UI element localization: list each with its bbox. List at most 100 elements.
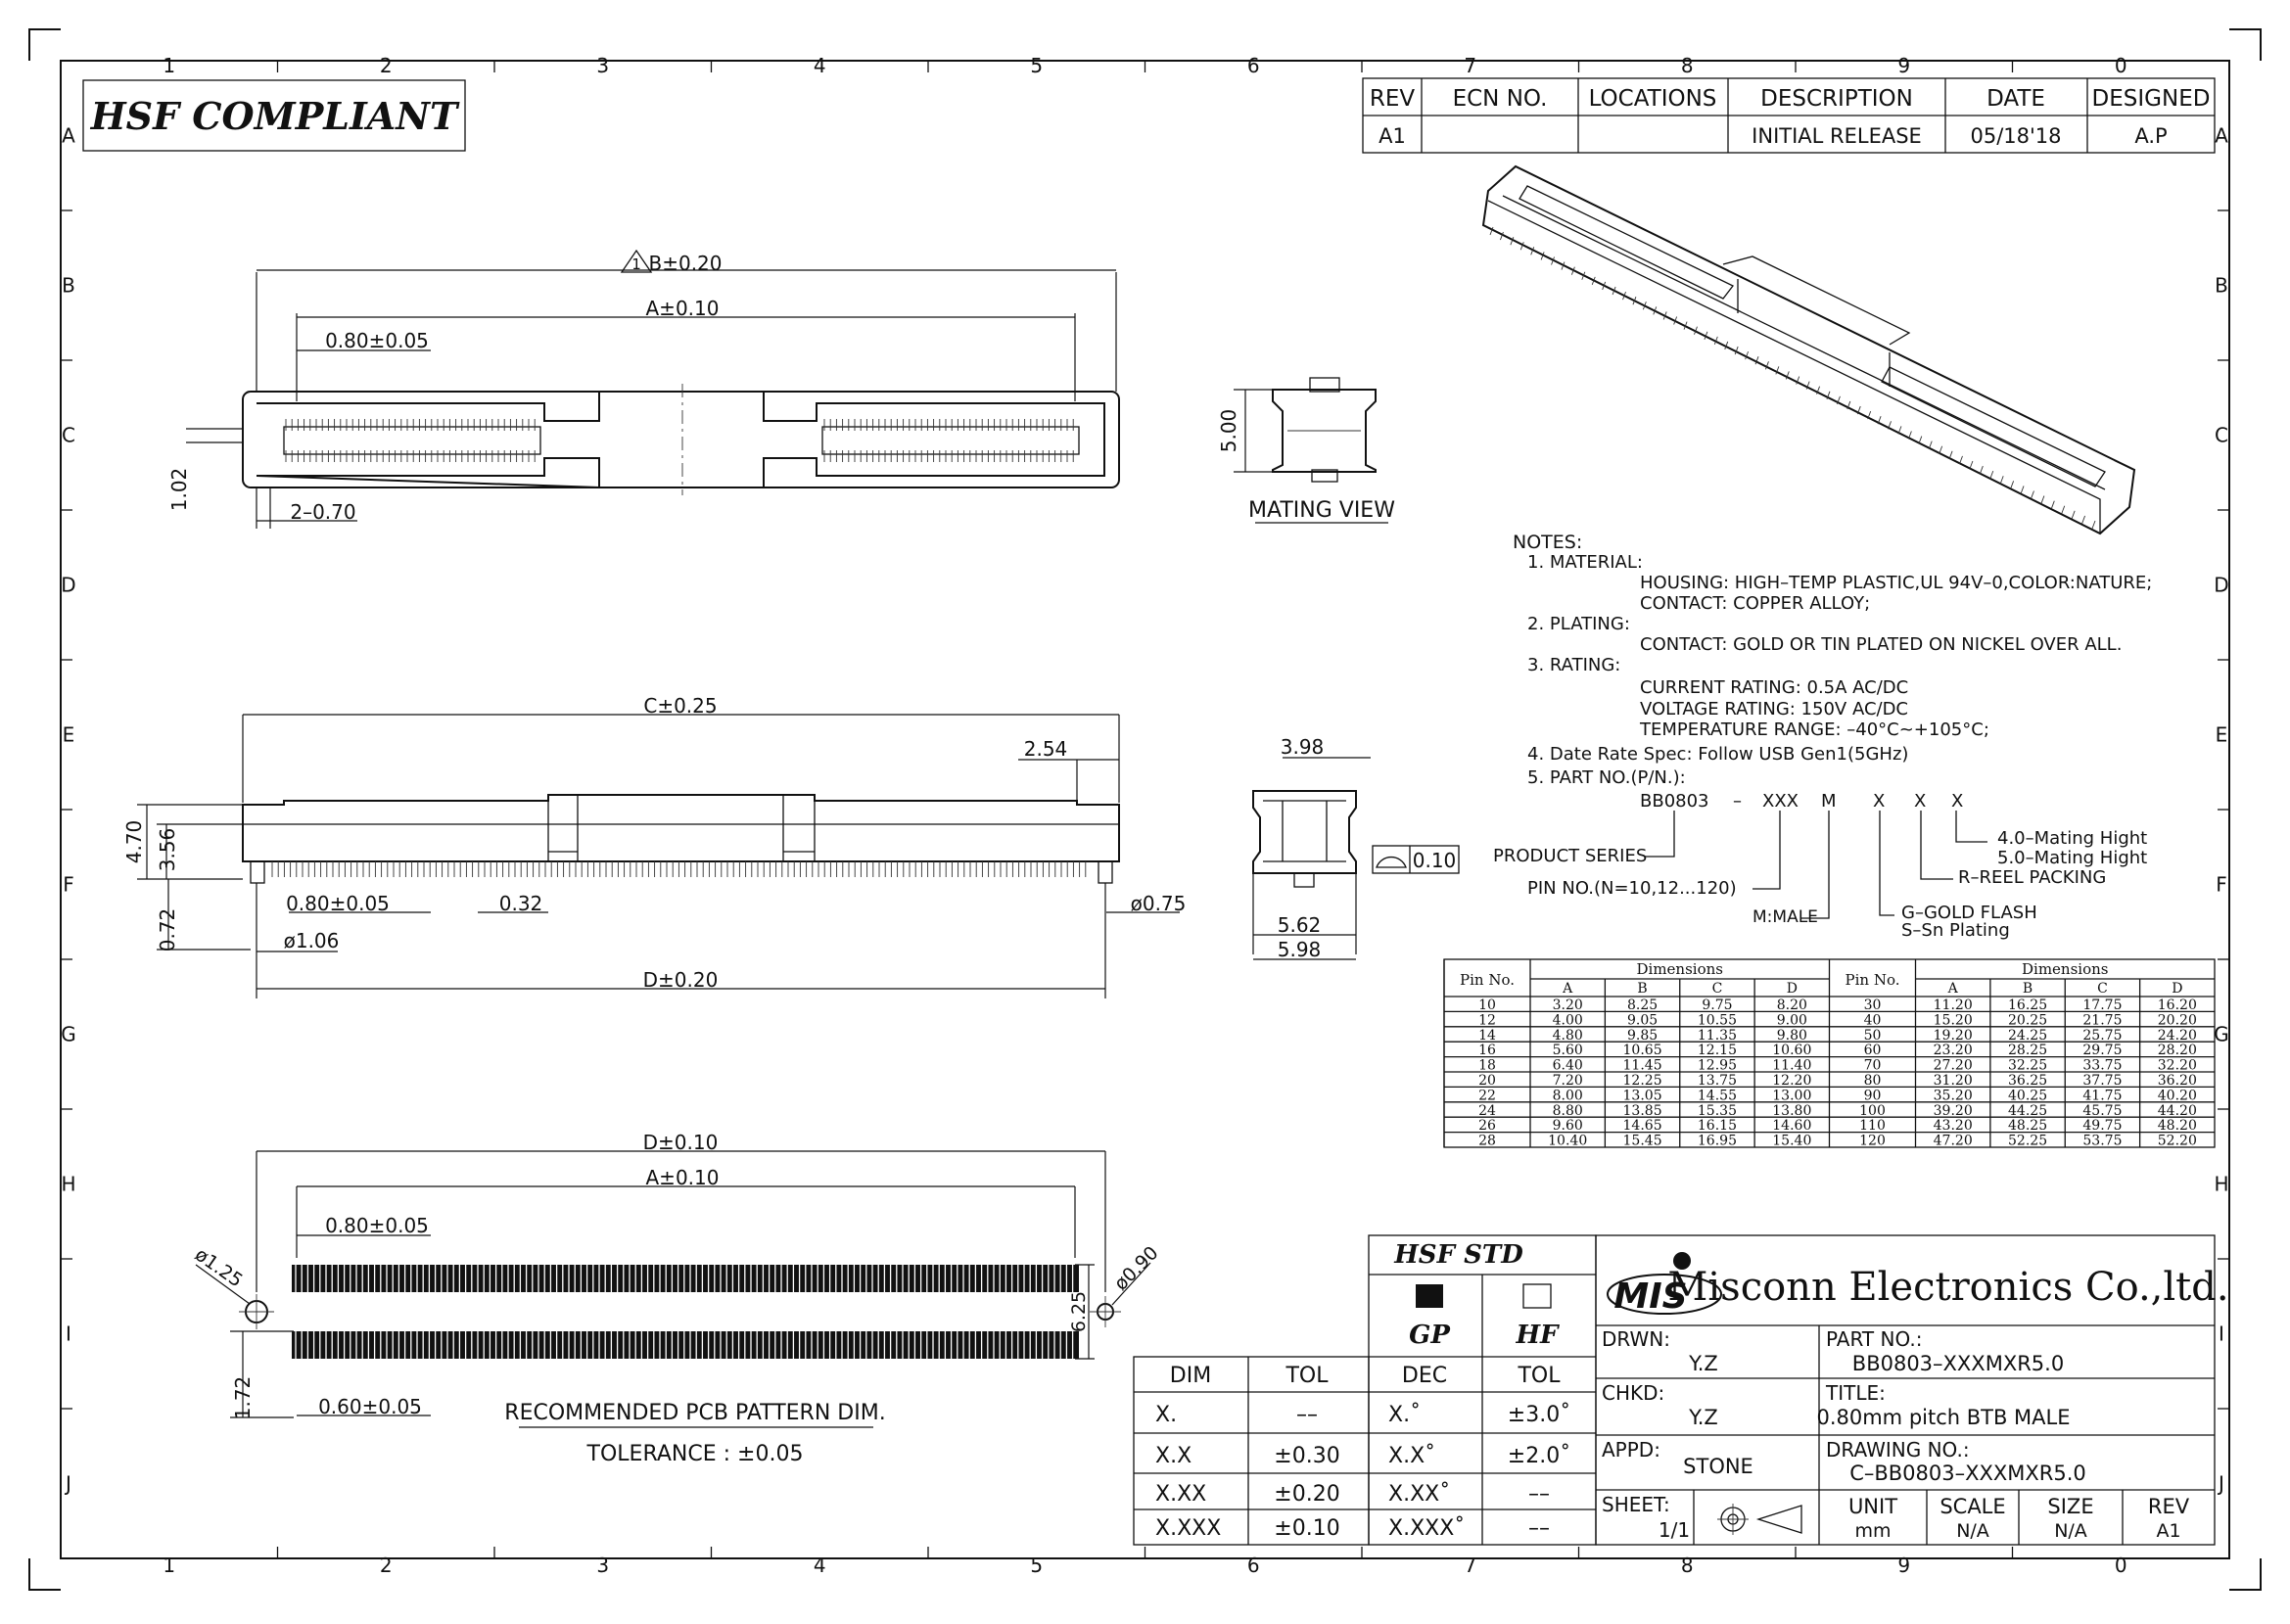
row-label-right: J	[2217, 1472, 2224, 1496]
dim-0-32-label: 0.32	[499, 892, 543, 915]
pn-x3: X	[1951, 791, 1963, 812]
dim-value-cell: 48.20	[2158, 1118, 2197, 1134]
row-label-right: E	[2216, 723, 2228, 747]
dim-4-70-label: 4.70	[122, 820, 146, 864]
warning-triangle-icon	[620, 249, 653, 273]
side-view: C±0.25 2.54 4.70 3.56 0.72 0.80±0.05 0.3…	[122, 694, 1186, 998]
dim-value-cell: 52.25	[2008, 1134, 2047, 1149]
pn-tin: S–Sn Plating	[1901, 920, 2010, 941]
hsf-row2-tol: ––	[1528, 1482, 1550, 1507]
dim-value-cell: 40.20	[2158, 1088, 2197, 1103]
hsf-std-table: HSF STD GP HF DEC TOL X.˚ ±3.0˚ X.X˚ ±2.…	[1368, 1234, 1597, 1546]
rev-label: REV	[2148, 1495, 2190, 1518]
mating-height-label: 5.00	[1217, 409, 1240, 453]
dim-value-cell: 29.75	[2082, 1043, 2122, 1058]
gp-filled-box-icon	[1416, 1284, 1443, 1308]
drawing-value: C–BB0803–XXXMXR5.0	[1849, 1462, 2086, 1485]
notes-line-1: HOUSING: HIGH–TEMP PLASTIC,UL 94V–0,COLO…	[1640, 573, 2152, 593]
dim-d-label: D±0.20	[643, 968, 719, 992]
pcb-pad-label: 0.60±0.05	[318, 1395, 422, 1418]
pin-no-cell: 60	[1864, 1043, 1882, 1058]
dim-col-header: C	[2097, 981, 2108, 997]
pn-gender-code: M	[1821, 791, 1837, 812]
pcb-pads	[292, 1265, 1079, 1359]
dim-value-cell: 11.45	[1623, 1058, 1662, 1074]
hsf-dec-header: DEC	[1402, 1364, 1447, 1388]
pin-no-cell: 28	[1478, 1134, 1496, 1149]
dim-value-cell: 23.20	[1934, 1043, 1973, 1058]
dim-value-cell: 52.20	[2158, 1134, 2197, 1149]
dim-value-cell: 41.75	[2082, 1088, 2122, 1103]
dim-value-cell: 7.20	[1553, 1073, 1583, 1089]
column-label-top: 1	[163, 54, 175, 77]
pn-gold: G–GOLD FLASH	[1901, 903, 2037, 923]
part-value: BB0803–XXXMXR5.0	[1852, 1352, 2064, 1375]
dim-phi075-label: ø0.75	[1131, 892, 1187, 915]
dim-value-cell: 10.40	[1548, 1134, 1587, 1149]
hsf-row3-tol: ––	[1528, 1516, 1550, 1541]
hsf-row3-dec: X.XXX˚	[1388, 1516, 1465, 1541]
dim-value-cell: 24.20	[2158, 1028, 2197, 1044]
dim-value-cell: 9.85	[1627, 1028, 1658, 1044]
dim-b-label: B±0.20	[648, 252, 722, 275]
dim-value-cell: 10.65	[1623, 1043, 1662, 1058]
dim-value-cell: 5.60	[1553, 1043, 1583, 1058]
dim-3-98-label: 3.98	[1281, 735, 1325, 759]
pn-dash: –	[1733, 791, 1742, 812]
dim-pins-label: 2–0.70	[290, 500, 355, 524]
part-label: PART NO.:	[1826, 1327, 1922, 1351]
hsf-row1-tol: ±2.0˚	[1508, 1444, 1570, 1468]
column-label-top: 0	[2115, 54, 2127, 77]
hsf-row2-dec: X.XX˚	[1388, 1482, 1450, 1507]
dim-value-cell: 9.05	[1627, 1012, 1658, 1028]
row-label-left: I	[66, 1322, 71, 1346]
row-label-left: E	[63, 723, 75, 747]
dim-value-cell: 31.20	[1934, 1073, 1973, 1089]
column-label-top: 6	[1247, 54, 1260, 77]
hsf-title: HSF STD	[1393, 1240, 1523, 1270]
tol-dim-header: DIM	[1170, 1364, 1211, 1388]
row-label-left: G	[61, 1023, 76, 1046]
dim-value-cell: 8.80	[1553, 1103, 1583, 1119]
pin-no-cell: 20	[1478, 1073, 1496, 1089]
sheet-label: SHEET:	[1602, 1493, 1670, 1516]
pin-no-cell: 110	[1859, 1118, 1886, 1134]
notes-line-8: TEMPERATURE RANGE: –40°C~+105°C;	[1639, 719, 1989, 740]
row-label-right: G	[2214, 1023, 2229, 1046]
column-label-top: 4	[814, 54, 826, 77]
top-view: 1 B±0.20 A±0.10 0.80±0.05 1.02 2–0.70	[167, 249, 1120, 529]
dim-value-cell: 15.45	[1623, 1134, 1662, 1149]
dim-height-label: 1.02	[167, 468, 191, 512]
row-label-right: F	[2216, 873, 2227, 897]
dim-value-cell: 9.60	[1553, 1118, 1583, 1134]
hsf-row0-tol: ±3.0˚	[1508, 1403, 1570, 1427]
warning-mark: 1	[631, 255, 641, 273]
dim-value-cell: 48.25	[2008, 1118, 2047, 1134]
column-label-top: 7	[1464, 54, 1476, 77]
dim-col-header: D	[1787, 981, 1798, 997]
column-label-bottom: 3	[596, 1554, 609, 1577]
dim-value-cell: 36.25	[2008, 1073, 2047, 1089]
pin-no-header: Pin No.	[1846, 971, 1900, 989]
pin-no-cell: 16	[1478, 1043, 1496, 1058]
dim-value-cell: 44.20	[2158, 1103, 2197, 1119]
dim-value-cell: 14.60	[1772, 1118, 1811, 1134]
dim-value-cell: 17.75	[2082, 998, 2122, 1013]
pin-no-cell: 12	[1478, 1012, 1496, 1028]
row-label-left: H	[61, 1173, 75, 1196]
dim-value-cell: 10.55	[1698, 1012, 1737, 1028]
dim-3-56-label: 3.56	[156, 828, 179, 872]
flatness-tol-label: 0.10	[1413, 849, 1457, 872]
tolerance-table: DIM TOL X. –– X.X ±0.30 X.XX ±0.20 X.XXX…	[1133, 1356, 1370, 1546]
dim-value-cell: 36.20	[2158, 1073, 2197, 1089]
pin-no-cell: 70	[1864, 1058, 1882, 1074]
column-label-top: 5	[1030, 54, 1043, 77]
drawn-value: Y.Z	[1688, 1352, 1718, 1375]
notes-line-10: 5. PART NO.(P/N.):	[1527, 767, 1686, 788]
dim-value-cell: 15.20	[1934, 1012, 1973, 1028]
dim-value-cell: 28.20	[2158, 1043, 2197, 1058]
dim-phi106-label: ø1.06	[284, 929, 340, 952]
row-label-right: I	[2219, 1322, 2224, 1346]
dim-value-cell: 4.80	[1553, 1028, 1583, 1044]
gp-label: GP	[1409, 1321, 1451, 1350]
